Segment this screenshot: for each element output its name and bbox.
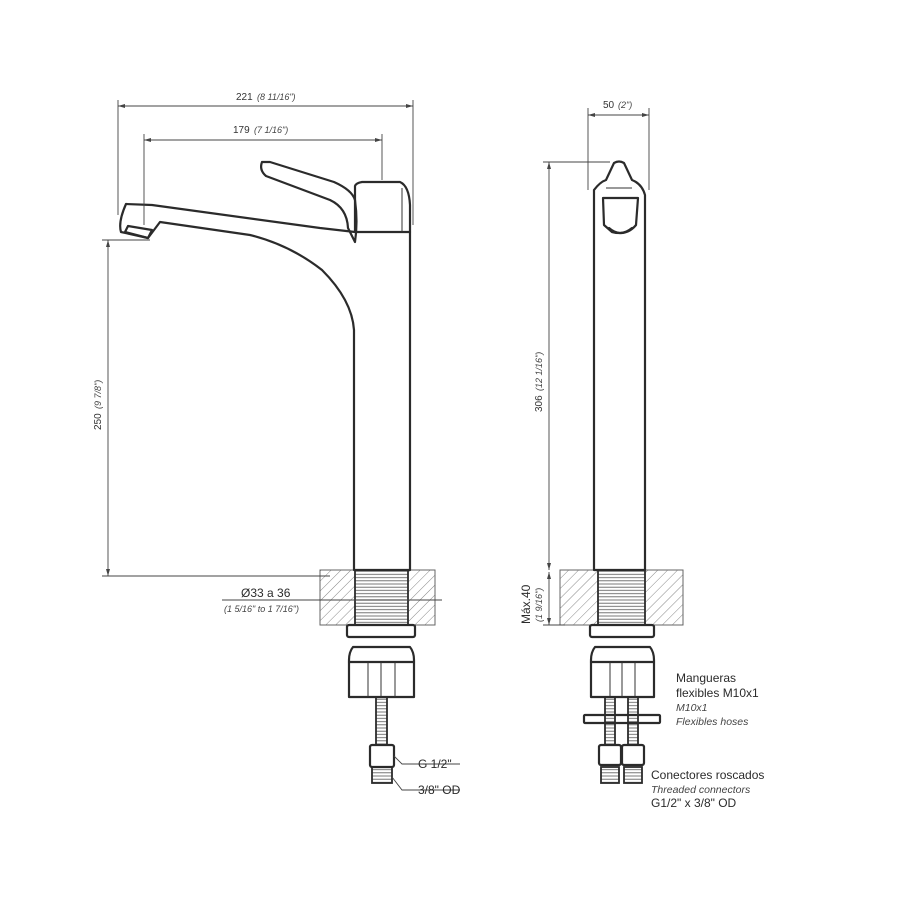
connectors-label-line3: G1/2" x 3/8" OD [651, 796, 737, 810]
front-hose-fitting [368, 743, 396, 769]
front-threaded-shank [354, 569, 409, 626]
dim-250-arrow-bottom [106, 569, 110, 576]
front-faucet-body [119, 180, 412, 572]
hole-diameter-value: Ø33 a 36 [241, 586, 291, 600]
side-fitting-left [597, 743, 623, 767]
dim-max40-value: Máx.40 [519, 584, 533, 624]
front-washer [345, 623, 417, 639]
hoses-label-line2: flexibles M10x1 [676, 686, 759, 700]
dim-max40-imperial: (1 9/16") [534, 588, 544, 622]
hoses-label-line3: M10x1 [676, 702, 708, 714]
dim-306-imperial: (12 1/16") [534, 352, 544, 391]
side-hose-clamp [582, 713, 662, 725]
front-countertop-left [319, 569, 356, 626]
dim-250-arrow-top [106, 240, 110, 247]
front-hose [375, 696, 388, 746]
dim-179-imperial: (7 1/16") [254, 125, 288, 135]
front-od-leader [391, 776, 460, 791]
connectors-label-line2: Threaded connectors [651, 784, 751, 796]
front-g12-leader [393, 755, 460, 765]
front-nut [347, 645, 416, 699]
side-fitting-right [620, 743, 646, 767]
side-hose-left [604, 696, 616, 746]
side-connector-left [600, 766, 620, 784]
dim-221-arrow-left [118, 104, 125, 108]
side-threaded-shank [597, 569, 646, 626]
front-lever-handle [260, 160, 358, 244]
inlet-thread-label: G 1/2" [418, 757, 452, 771]
dim-max40-arrow-top [547, 572, 551, 579]
dim-50-imperial: (2") [618, 100, 632, 110]
side-nut [589, 645, 656, 699]
dim-179-arrow-right [375, 138, 382, 142]
dim-max40-arrow-bottom [547, 618, 551, 625]
front-threaded-connector [371, 766, 393, 784]
front-countertop-right [407, 569, 436, 626]
side-countertop-left [559, 569, 599, 626]
dim-221-arrow-right [406, 104, 413, 108]
dim-306-arrow-top [547, 162, 551, 169]
hoses-label-line1: Mangueras [676, 671, 736, 685]
dim-306-arrow-bottom [547, 563, 551, 570]
side-connector-right [623, 766, 643, 784]
side-countertop-right [644, 569, 684, 626]
side-washer [588, 623, 656, 639]
dim-50-value: 50 [603, 100, 615, 111]
side-faucet-body [592, 160, 647, 572]
dim-50-arrow-left [588, 113, 595, 117]
hole-diameter-imperial: (1 5/16" to 1 7/16") [224, 604, 299, 614]
dim-221-value: 221 [236, 92, 253, 103]
dim-179-arrow-left [144, 138, 151, 142]
front-aerator [123, 224, 154, 240]
dim-50-arrow-right [642, 113, 649, 117]
hoses-label-line4: Flexibles hoses [676, 716, 749, 728]
dim-221-imperial: (8 11/16") [257, 92, 296, 102]
front-view [102, 100, 460, 791]
side-hose-right [627, 696, 639, 746]
dim-179-value: 179 [233, 125, 250, 136]
side-view [543, 108, 684, 784]
outlet-size-label: 3/8" OD [418, 783, 461, 797]
dim-250-value: 250 [93, 413, 104, 430]
dim-250-imperial: (9 7/8") [93, 380, 103, 409]
connectors-label-line1: Conectores roscados [651, 768, 764, 782]
side-aerator [607, 226, 634, 235]
dim-306-value: 306 [534, 395, 545, 412]
